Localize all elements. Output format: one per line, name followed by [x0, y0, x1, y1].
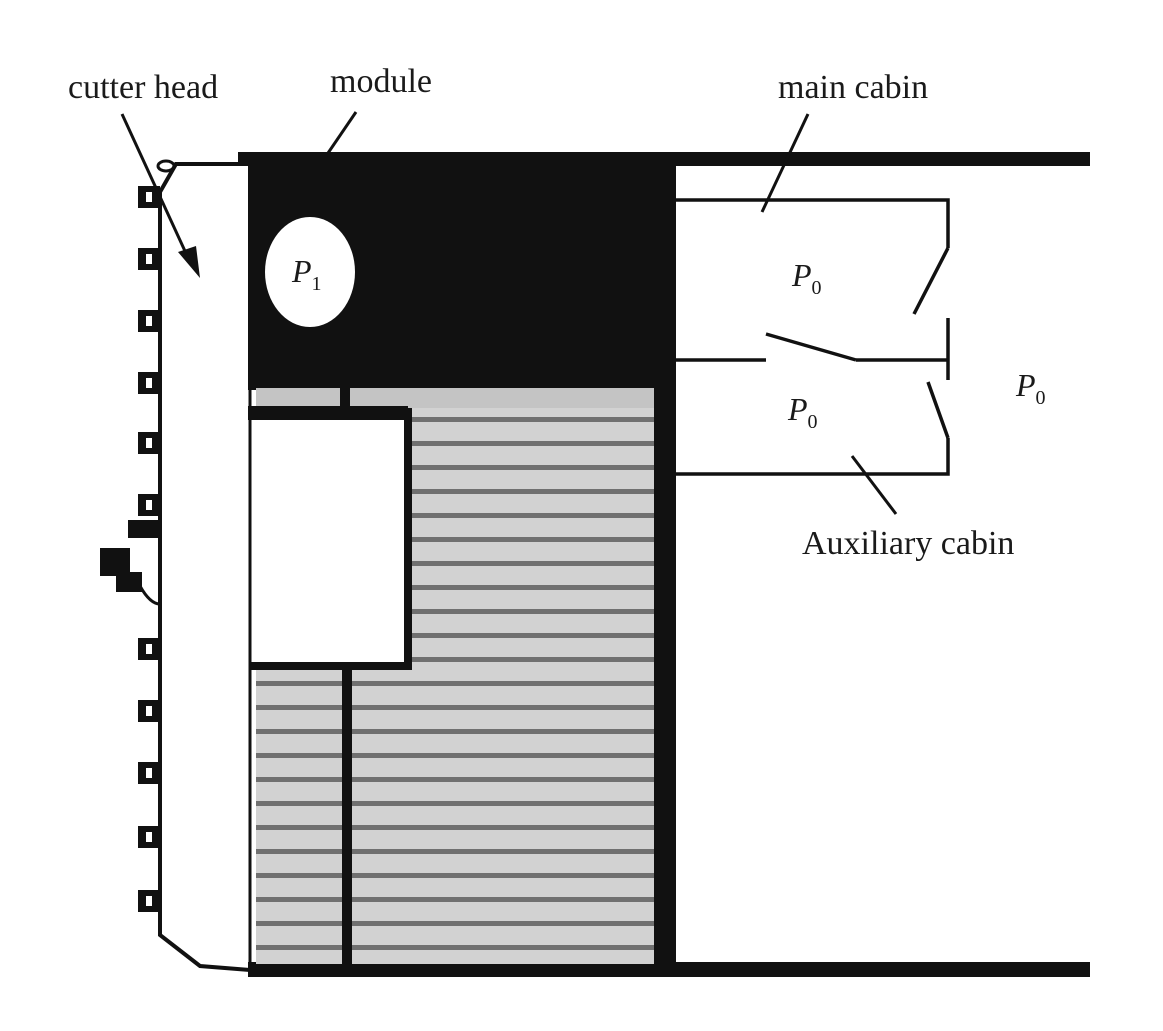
main-cabin-wall — [676, 198, 950, 248]
module-leader — [324, 111, 358, 157]
outside-pressure-label: P0 — [1015, 367, 1046, 409]
cutter-head-outline — [158, 162, 251, 972]
auxiliary-cabin-label: Auxiliary cabin — [802, 525, 1014, 562]
auxiliary-cabin-wall — [676, 438, 950, 476]
muck-lower-top-wall — [250, 662, 412, 670]
muck-band-divider — [340, 388, 350, 408]
cutter-teeth-inner-marks — [146, 192, 152, 906]
muck-block-lower — [256, 666, 408, 964]
muck-band-border — [248, 406, 408, 420]
screw-conveyor-divider — [342, 666, 352, 966]
center-cutter — [100, 520, 160, 592]
cutter-teeth — [138, 186, 160, 912]
leader-lines — [120, 111, 898, 515]
muck-upper-left-wall — [404, 408, 412, 668]
muck-block-upper — [408, 408, 656, 964]
center-cutter-link — [138, 585, 161, 606]
bulkhead-wall — [654, 164, 676, 976]
main-cabin-label: main cabin — [778, 69, 928, 106]
module-pressure-bubble — [265, 217, 355, 327]
cutter-head-leader — [120, 113, 192, 263]
main-cabin-leader — [760, 113, 810, 213]
shield-top-skin — [238, 152, 1090, 166]
cutter-head-hinge-icon — [156, 159, 176, 173]
auxiliary-cabin-door — [926, 381, 950, 439]
cutter-head-arrow-icon — [178, 246, 200, 278]
module-pressure-label: P1 — [291, 253, 322, 295]
main-cabin-door — [912, 247, 950, 315]
auxiliary-cabin-pressure-label: P0 — [787, 391, 818, 433]
auxiliary-cabin-leader — [850, 455, 898, 515]
inner-door — [765, 332, 857, 362]
cutter-head-label: cutter head — [68, 69, 218, 106]
muck-band — [256, 388, 656, 408]
module-label: module — [330, 63, 432, 100]
main-cabin-pressure-label: P0 — [791, 257, 822, 299]
